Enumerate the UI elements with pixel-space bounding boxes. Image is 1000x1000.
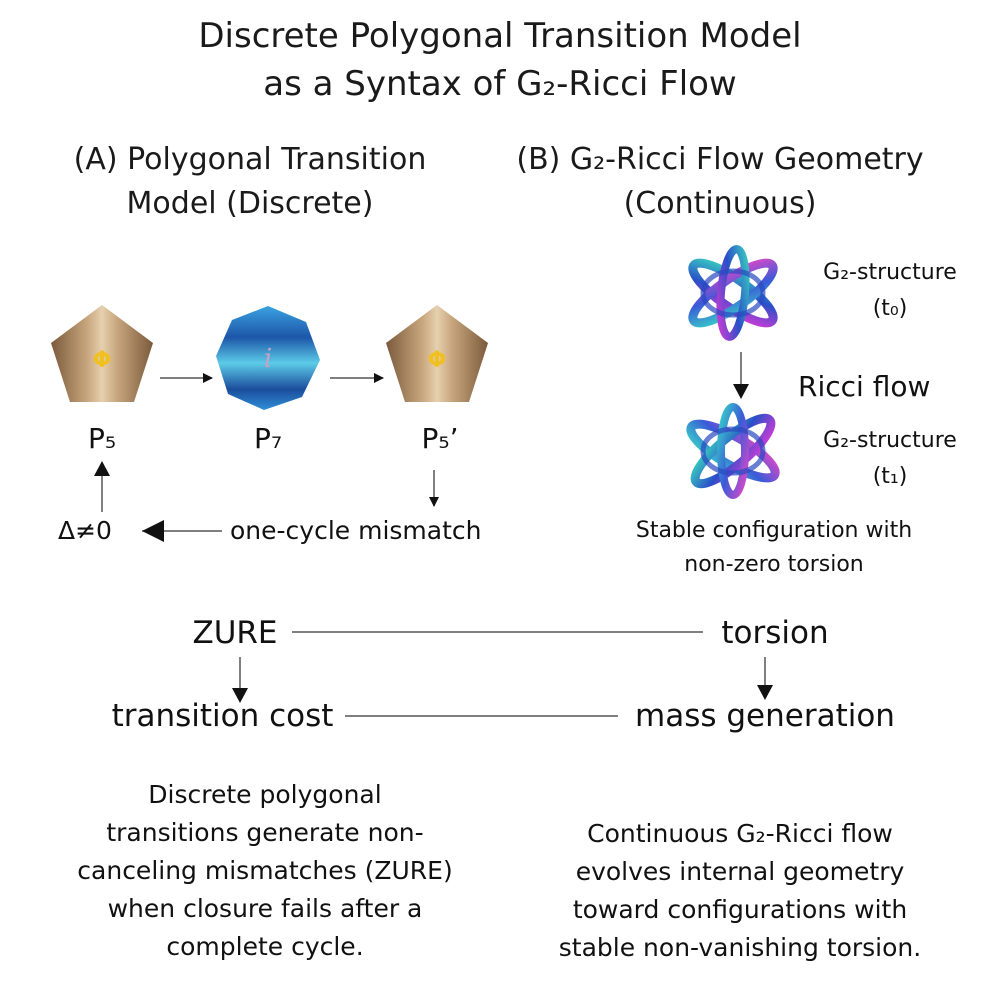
g2-structure-t0-time: (t₀) — [872, 296, 908, 321]
panel-b-title-line-2: (Continuous) — [623, 186, 817, 221]
summary-left-line: canceling mismatches (ZURE) — [77, 856, 453, 885]
panel-b-title-line-1: (B) G₂-Ricci Flow Geometry — [516, 142, 924, 177]
p5-label: P₅ — [87, 422, 117, 455]
diagram-title: Discrete Polygonal Transition Model as a… — [0, 12, 1000, 108]
summary-right-line: toward configurations with — [572, 895, 908, 924]
summary-left: Discrete polygonal transitions generate … — [60, 776, 470, 966]
transition-cost-term: transition cost — [111, 698, 334, 734]
torsion-term: torsion — [721, 615, 829, 651]
p5-phi-glyph: Φ — [92, 348, 112, 373]
p5-prime-phi-glyph: Φ — [427, 348, 447, 373]
zure-term: ZURE — [192, 615, 278, 651]
summary-left-line: when closure fails after a — [107, 894, 423, 923]
g2-structure-t1-name: G₂-structure — [823, 428, 957, 453]
summary-left-line: complete cycle. — [166, 932, 364, 961]
panel-b-caption-line-2: non-zero torsion — [684, 552, 864, 577]
ricci-flow-label: Ricci flow — [798, 370, 931, 403]
title-line-1: Discrete Polygonal Transition Model — [198, 16, 802, 56]
g2-structure-t0-name: G₂-structure — [823, 260, 957, 285]
panel-b-title: (B) G₂-Ricci Flow Geometry (Continuous) — [500, 138, 940, 226]
mass-generation-term: mass generation — [635, 698, 895, 734]
arrow-mismatch-to-delta-head — [142, 520, 164, 542]
panel-a-title: (A) Polygonal Transition Model (Discrete… — [50, 138, 450, 226]
panel-b-caption: Stable configuration with non-zero torsi… — [604, 514, 944, 582]
g2-structure-t1-time: (t₁) — [872, 464, 908, 489]
panel-b-caption-line-1: Stable configuration with — [635, 518, 913, 543]
pentagon-p5-prime-icon — [386, 305, 488, 402]
pentagon-p5-icon — [51, 305, 153, 402]
zure-to-cost-arrow-head — [232, 688, 248, 703]
ricci-flow-arrow-head — [733, 384, 749, 399]
g2-structure-t1-icon — [686, 403, 780, 499]
g2-structure-t1-label: G₂-structure (t₁) — [800, 426, 980, 492]
g2-structure-t0-icon — [688, 245, 778, 341]
p7-i-glyph: i — [263, 344, 273, 374]
panel-a-title-line-2: Model (Discrete) — [126, 186, 374, 221]
heptagon-p7-icon — [216, 306, 320, 410]
title-line-2: as a Syntax of G₂-Ricci Flow — [263, 64, 737, 104]
summary-right-line: stable non-vanishing torsion. — [558, 933, 922, 962]
panel-a-title-line-1: (A) Polygonal Transition — [73, 142, 427, 177]
torsion-to-mass-arrow-head — [757, 685, 773, 700]
summary-right-line: evolves internal geometry — [575, 857, 905, 886]
delta-nonzero-label: Δ≠0 — [58, 516, 112, 545]
summary-left-line: Discrete polygonal — [148, 780, 382, 809]
g2-structure-t0-label: G₂-structure (t₀) — [800, 258, 980, 324]
summary-right-line: Continuous G₂-Ricci flow — [587, 819, 893, 848]
one-cycle-mismatch-label: one-cycle mismatch — [230, 516, 482, 545]
p5-prime-label: P₅’ — [421, 422, 459, 455]
arrow-delta-to-p5-head — [94, 461, 110, 476]
p7-label: P₇ — [253, 422, 283, 455]
summary-left-line: transitions generate non- — [106, 818, 424, 847]
summary-right: Continuous G₂-Ricci flow evolves interna… — [525, 815, 955, 967]
